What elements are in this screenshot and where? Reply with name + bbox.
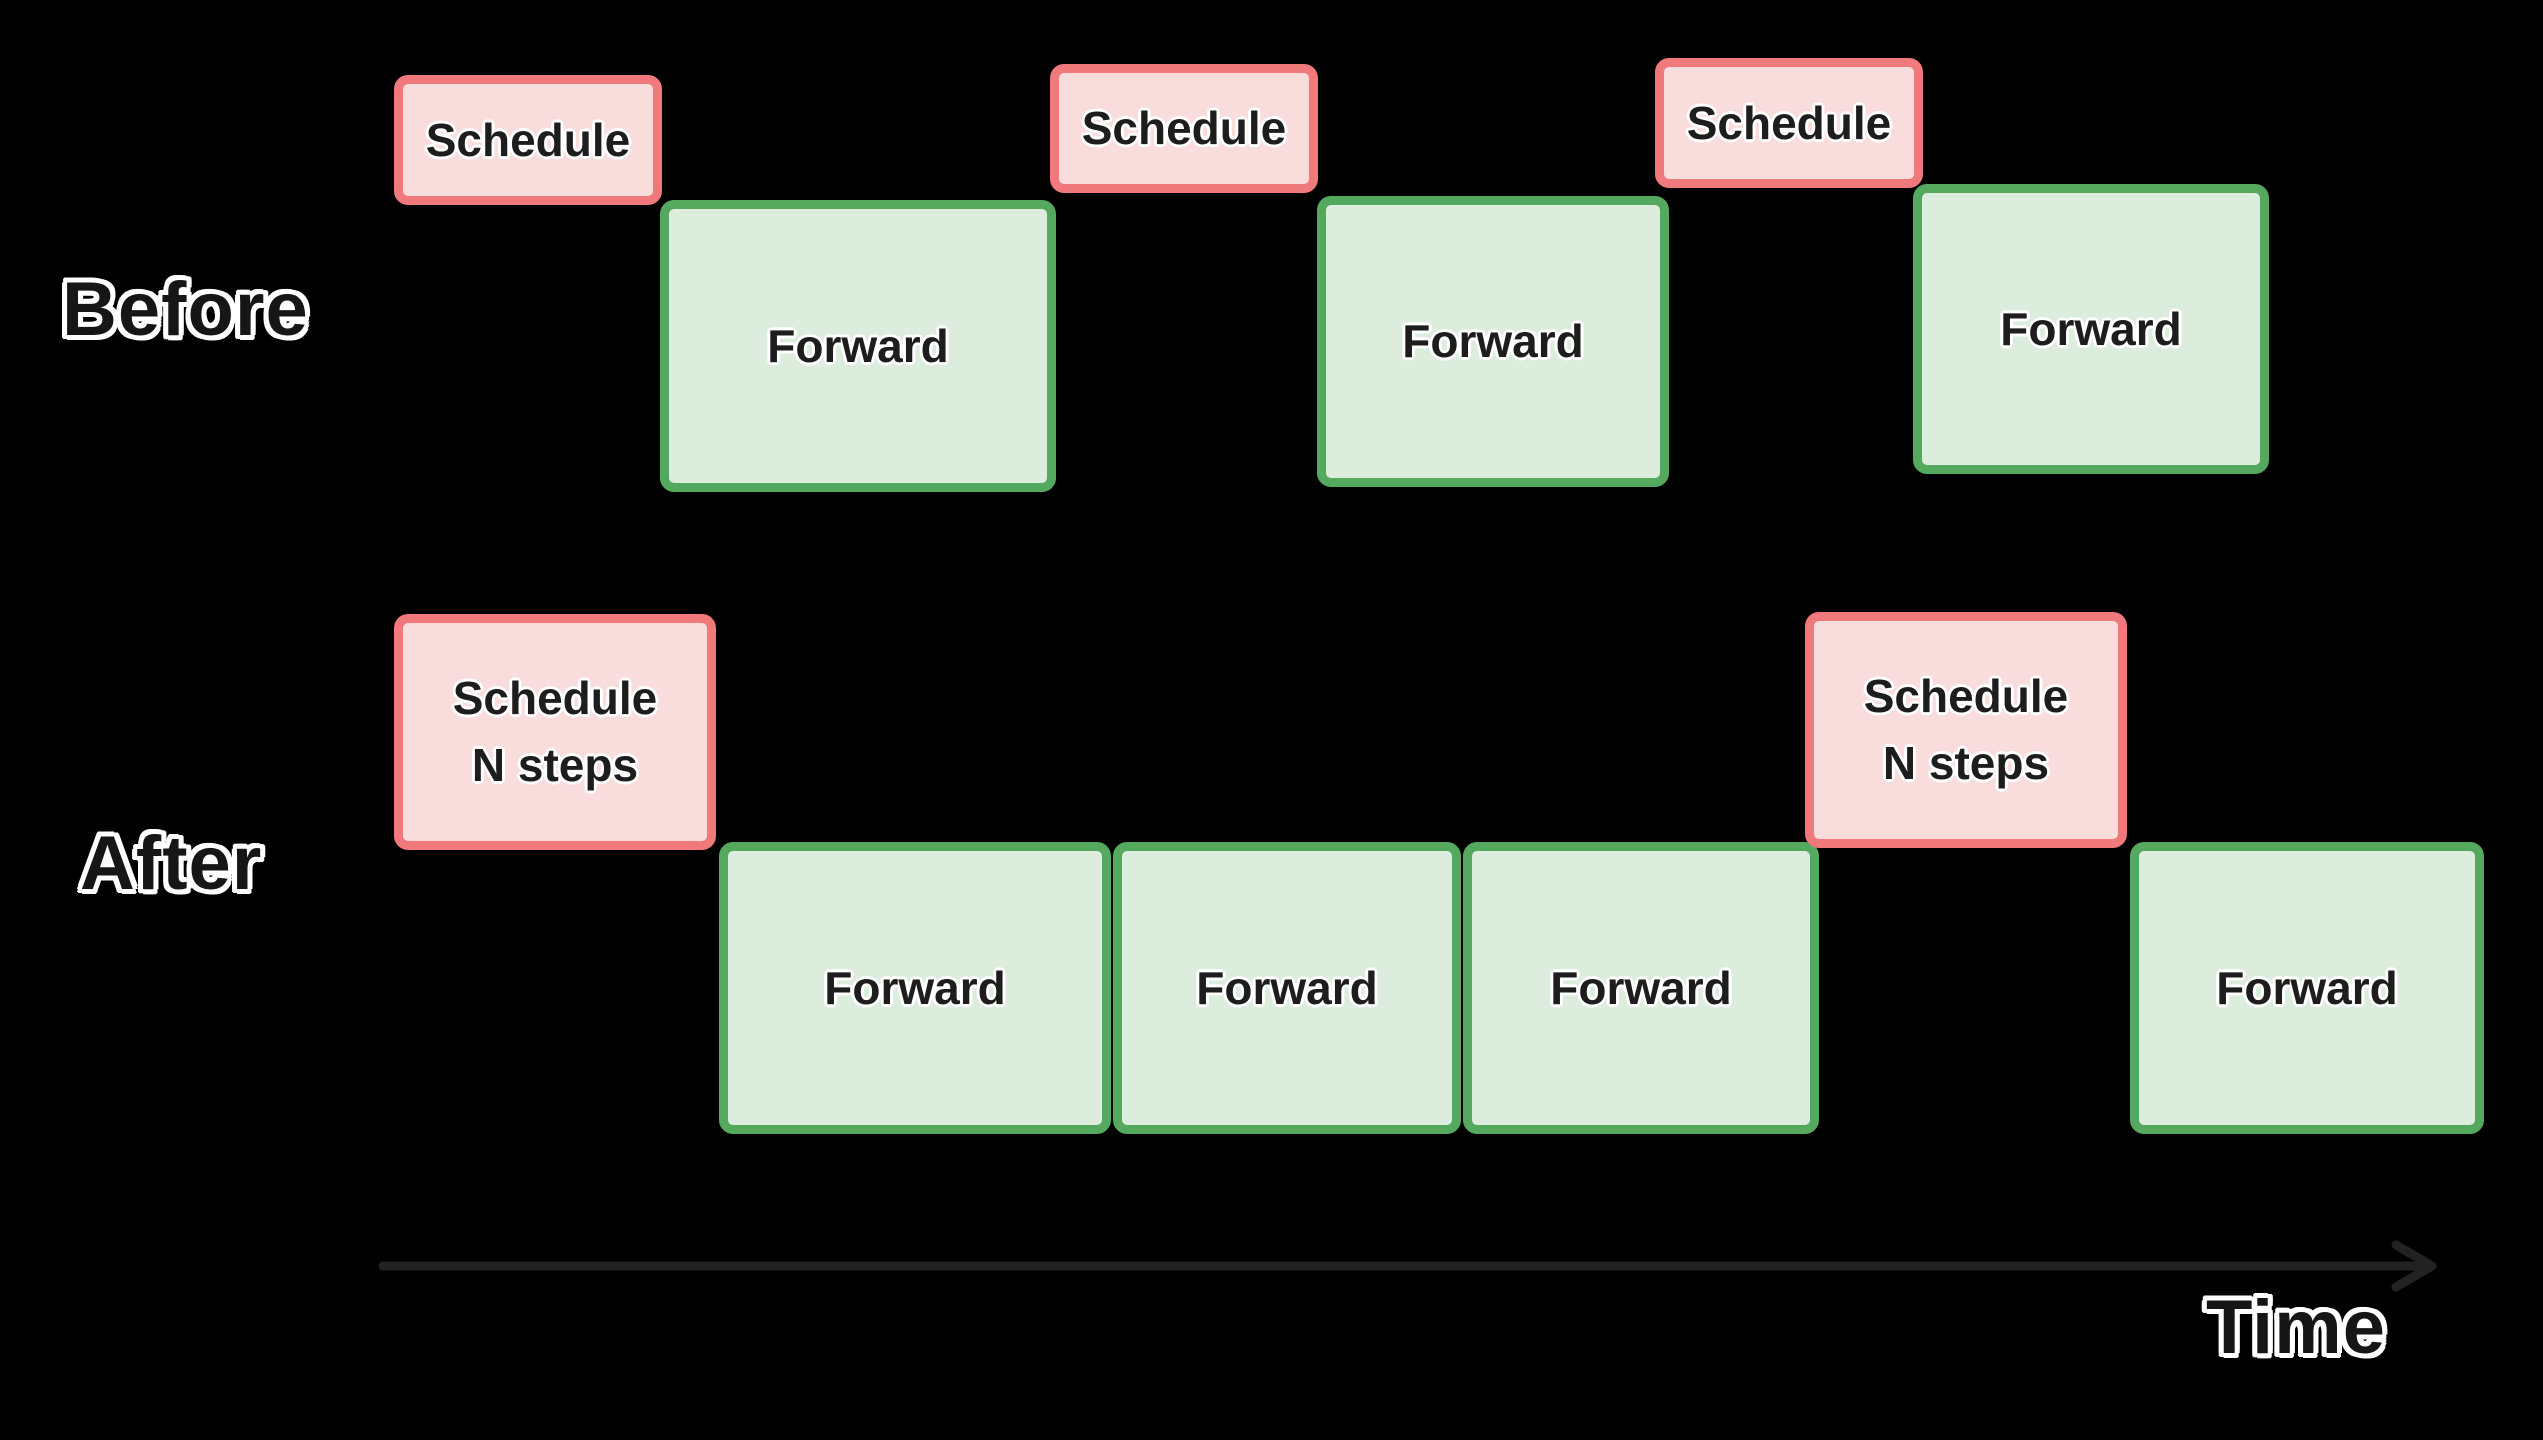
box-label: Forward — [824, 961, 1006, 1014]
box-label: Schedule — [1686, 96, 1892, 149]
schedule-box: Schedule — [1050, 64, 1318, 193]
box-label: Forward — [1550, 961, 1732, 1014]
box-label: Schedule — [1081, 102, 1287, 155]
forward-box: Forward — [719, 842, 1111, 1134]
time-axis-label: Time — [2206, 1285, 2387, 1370]
forward-box: Forward — [1463, 842, 1819, 1134]
schedule-n-steps-box: Schedule N steps — [394, 614, 716, 850]
box-label: Forward — [2000, 302, 2182, 355]
before-row-label: Before — [62, 267, 309, 352]
forward-box: Forward — [1913, 184, 2269, 474]
forward-box: Forward — [660, 200, 1056, 492]
after-row-label: After — [80, 821, 263, 906]
box-label-line1: Schedule — [1863, 670, 2069, 723]
box-label: Schedule — [425, 113, 631, 166]
box-label-line2: N steps — [1882, 737, 2050, 789]
schedule-box: Schedule — [1655, 58, 1923, 188]
box-label: Forward — [1196, 961, 1378, 1014]
time-axis-arrowhead-icon — [2391, 1240, 2437, 1292]
forward-box: Forward — [1113, 842, 1461, 1134]
box-label-line2: N steps — [471, 739, 639, 791]
forward-box: Forward — [2130, 842, 2484, 1134]
schedule-n-steps-box: Schedule N steps — [1805, 612, 2127, 848]
schedule-box: Schedule — [394, 75, 662, 205]
forward-box: Forward — [1317, 196, 1669, 487]
box-label-line1: Schedule — [452, 672, 658, 725]
box-label: Forward — [2216, 961, 2398, 1014]
box-label: Forward — [767, 319, 949, 372]
box-label: Forward — [1402, 315, 1584, 368]
